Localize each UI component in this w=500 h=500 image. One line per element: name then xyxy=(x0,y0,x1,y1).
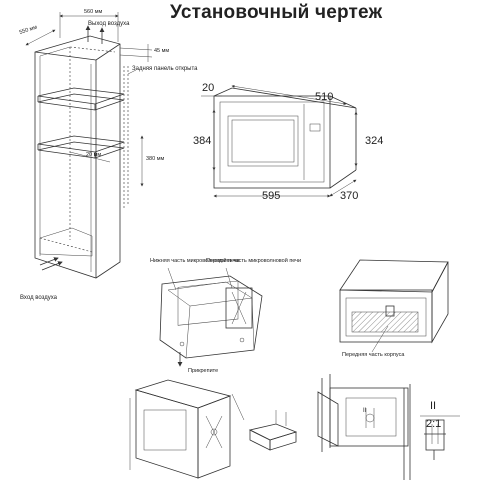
dim-oven-510: 510 xyxy=(315,91,333,103)
label-detail-ii-ref: II xyxy=(363,408,367,414)
dim-cabinet-width: 560 мм xyxy=(84,9,102,15)
label-lower-part: Нижняя часть микроволновой печи xyxy=(150,257,240,264)
label-back-panel-text: Задняя панель открыта xyxy=(132,66,198,72)
dim-oven-384: 384 xyxy=(193,135,211,147)
oven-underside-drawing xyxy=(159,267,263,367)
label-back-panel: Задняя панель открыта xyxy=(132,66,198,72)
page-title: Установочный чертеж xyxy=(170,2,383,23)
label-air-outlet: Выход воздуха xyxy=(88,21,130,27)
label-scale-2-1: 2:1 xyxy=(426,418,441,430)
oven-in-cabinet-drawing xyxy=(317,374,411,480)
dim-20-mm: 20 мм xyxy=(86,152,101,158)
dim-oven-324: 324 xyxy=(365,135,383,147)
label-front-part-text: Передняя часть микроволновой печи xyxy=(206,257,301,264)
label-fasten: Прикрепите xyxy=(188,368,218,374)
dim-45: 45 мм xyxy=(154,48,169,54)
oven-insert-drawing xyxy=(129,379,245,479)
label-detail-ii: II xyxy=(430,400,436,412)
label-front-case: Передняя часть корпуса xyxy=(342,352,405,358)
label-lower-part-text: Нижняя часть микроволновой печи xyxy=(150,257,240,264)
cabinet-drawing xyxy=(25,12,153,279)
hinge-detail-drawing xyxy=(248,410,298,451)
label-air-inlet: Вход воздуха xyxy=(20,295,58,301)
dim-oven-370: 370 xyxy=(340,190,358,202)
oven-dimension-drawing xyxy=(201,84,358,198)
detail-ii-drawing xyxy=(420,415,460,460)
cabinet-opening-drawing xyxy=(339,259,449,353)
label-front-part: Передняя часть микроволновой печи xyxy=(206,257,301,264)
dim-oven-595: 595 xyxy=(262,190,280,202)
dim-cabinet-depth: 550 мм xyxy=(19,24,38,35)
dim-380: 380 мм xyxy=(146,156,164,162)
dim-oven-20: 20 xyxy=(202,82,214,94)
